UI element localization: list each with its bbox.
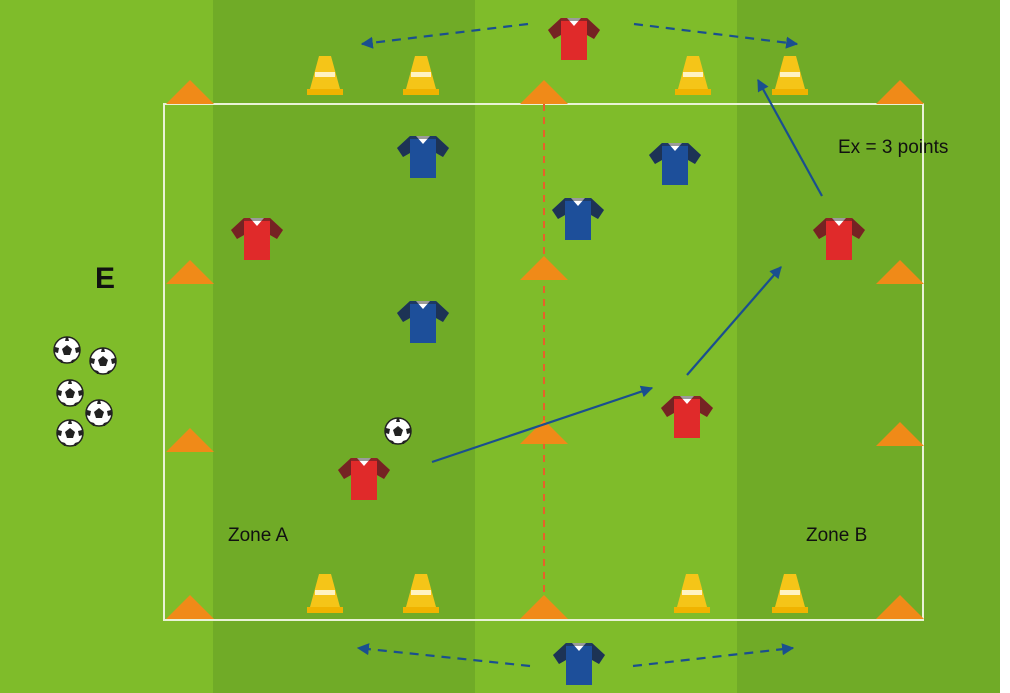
soccer-ball-icon — [56, 419, 84, 447]
soccer-ball-icon — [56, 379, 84, 407]
zone-a-label: Zone A — [228, 525, 289, 546]
run-arrow-top-right — [633, 22, 799, 49]
score-note: Ex = 3 points — [838, 137, 949, 158]
soccer-ball-icon — [85, 399, 113, 427]
pass-arrow-2 — [686, 266, 782, 376]
pass-arrow-3 — [757, 78, 823, 197]
soccer-ball-icon — [89, 347, 117, 375]
run-arrow-bottom-right — [632, 643, 795, 668]
pass-arrow-1 — [431, 385, 654, 464]
run-arrow-bottom-left — [356, 643, 531, 668]
soccer-ball-icon — [384, 417, 412, 445]
run-arrow-top-left — [360, 22, 529, 49]
soccer-ball-icon — [53, 336, 81, 364]
zone-b-label: Zone B — [806, 525, 868, 546]
start-label: E — [95, 262, 116, 295]
dashed-run-arrows — [356, 22, 799, 668]
pass-arrows — [431, 78, 823, 464]
